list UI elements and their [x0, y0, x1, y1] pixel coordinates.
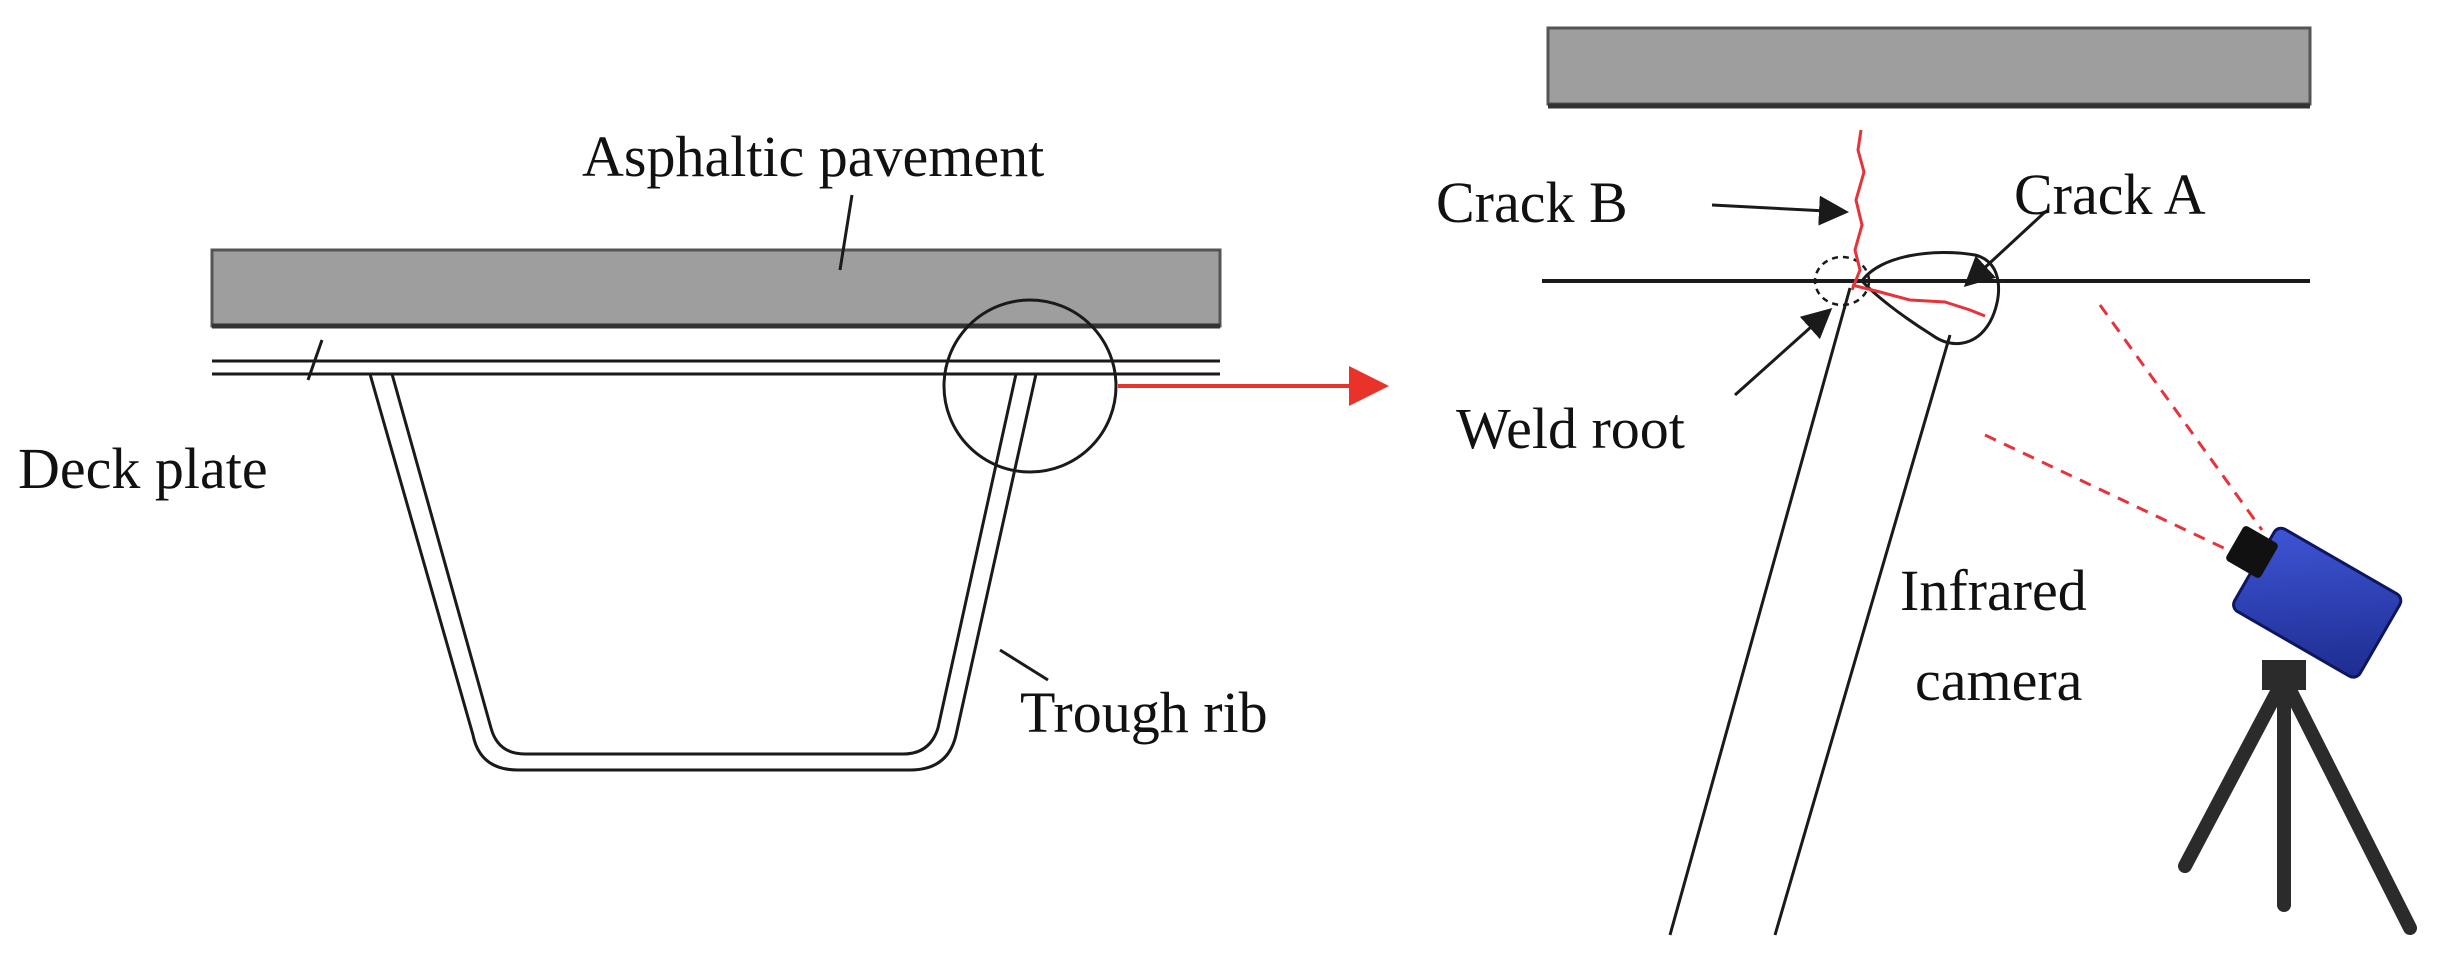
deck-plate-leader	[306, 339, 324, 381]
tripod	[2178, 660, 2417, 935]
rib-wall-inner	[1668, 287, 1852, 936]
detail-circle	[942, 298, 1118, 474]
right-panel: Crack B Crack A Weld root Infrared camer…	[1436, 26, 2417, 936]
infrared-camera-label-line1: Infrared	[1900, 558, 2087, 623]
crack-a-arrow	[1963, 210, 2047, 288]
deck-plate-label: Deck plate	[18, 436, 268, 501]
crack-b-arrow	[1711, 195, 1849, 226]
crack-b-path	[1850, 129, 1866, 291]
pavement-leader	[838, 194, 854, 271]
trough-rib-leader	[999, 648, 1049, 682]
crack-a-label: Crack A	[2014, 162, 2206, 227]
asphaltic-pavement-layer	[210, 248, 1222, 328]
weld-bead	[1860, 250, 2001, 345]
crack-a-path	[1851, 283, 1986, 318]
infrared-rays	[1984, 304, 2264, 552]
rib-wall-outer	[1773, 334, 1952, 936]
weld-root-arrow	[1733, 307, 1833, 397]
weld-root-label: Weld root	[1456, 396, 1685, 461]
crack-b-label: Crack B	[1436, 170, 1628, 235]
infrared-camera	[2226, 526, 2403, 679]
infrared-camera-label-line2: camera	[1915, 648, 2082, 713]
asphaltic-pavement-label: Asphaltic pavement	[582, 124, 1044, 189]
detail-pavement-layer	[1546, 26, 2312, 106]
deck-plate	[212, 359, 1220, 376]
trough-rib	[368, 373, 1038, 772]
trough-rib-label: Trough rib	[1020, 680, 1268, 745]
camera-lens	[2226, 526, 2278, 578]
left-panel: Asphaltic pavement Deck plate Trough rib	[18, 124, 1268, 772]
weld-root-dashed-circle	[1813, 255, 1871, 307]
